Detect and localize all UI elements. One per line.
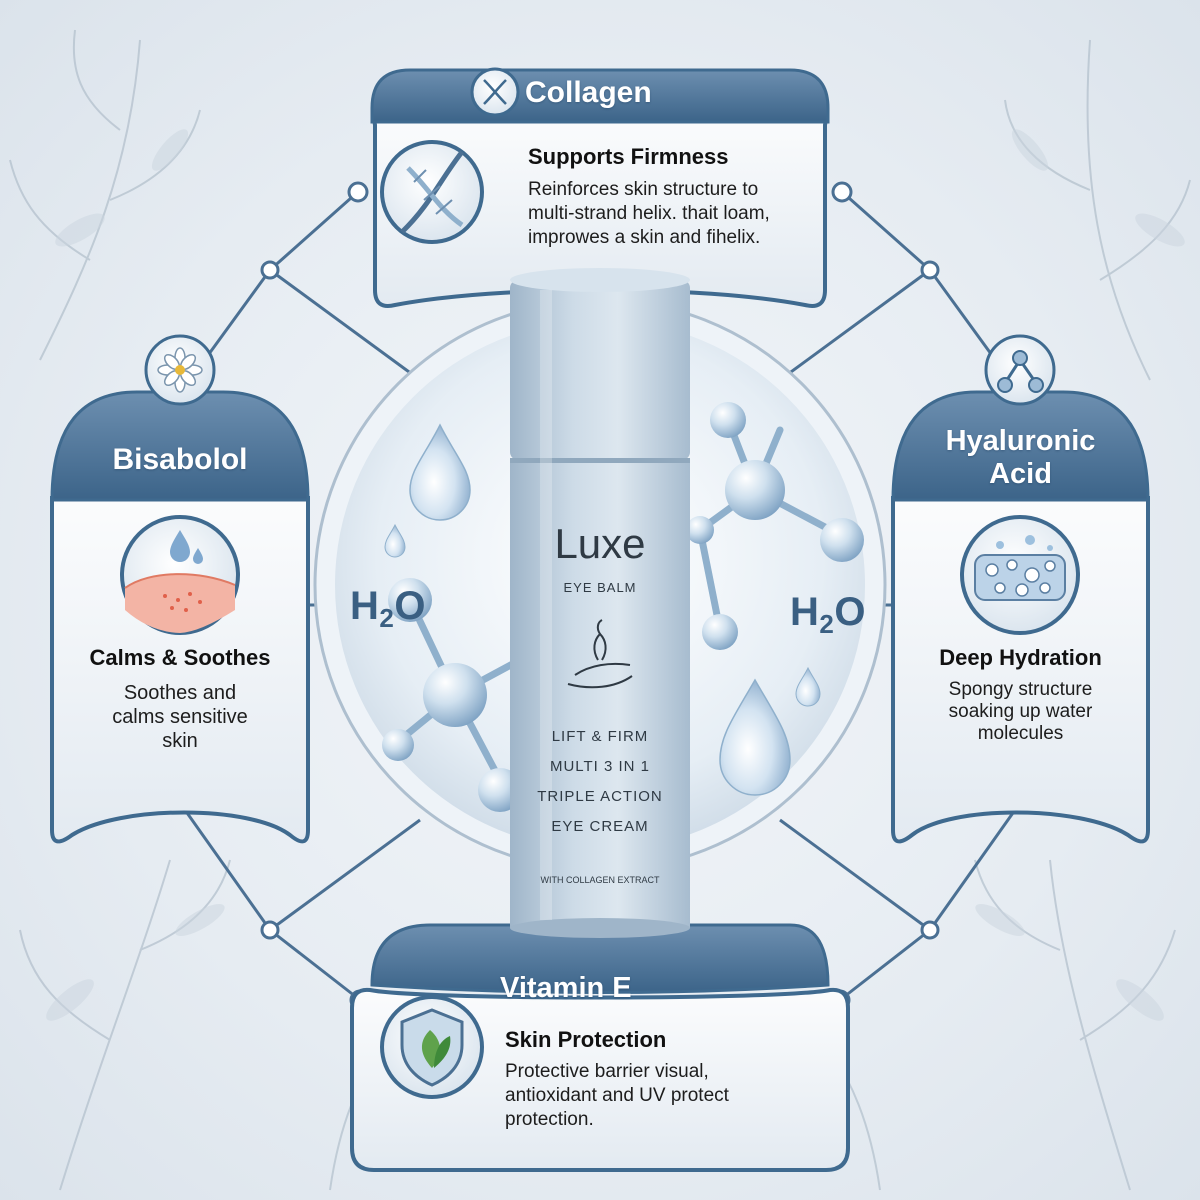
bottle-claim-2: MULTI 3 IN 1 xyxy=(549,758,651,775)
bisabolol-title: Bisabolol xyxy=(112,443,248,476)
collagen-heading: Supports Firmness xyxy=(528,144,729,169)
vitamin-e-body-1: Protective barrier visual, xyxy=(505,1061,709,1082)
sponge-icon xyxy=(960,515,1080,635)
product-bottle xyxy=(510,268,690,938)
hyaluronic-panel-shape xyxy=(891,390,1150,844)
skin-layer-icon xyxy=(120,515,240,635)
bisabolol-body-2: calms sensitive xyxy=(112,706,248,728)
collagen-body-2: multi-strand helix. thait loam, xyxy=(528,203,770,224)
shield-leaf-icon xyxy=(380,995,484,1099)
collagen-title: Collagen xyxy=(525,76,652,109)
bottle-product: EYE BALM xyxy=(563,580,637,595)
vitamin-e-title: Vitamin E xyxy=(500,972,632,1004)
collagen-badge xyxy=(470,67,520,117)
bottle-footnote: WITH COLLAGEN EXTRACT xyxy=(540,875,660,885)
bisabolol-heading: Calms & Soothes xyxy=(89,645,271,670)
bisabolol-body-3: skin xyxy=(162,730,198,752)
hyaluronic-body-2: soaking up water xyxy=(948,701,1093,722)
bottle-logo-icon xyxy=(567,619,633,689)
bottle-claim-4: EYE CREAM xyxy=(551,818,649,835)
bottle-brand: Luxe xyxy=(554,520,646,567)
molecule-spheres-right xyxy=(686,402,864,650)
bottle-claim-1: LIFT & FIRM xyxy=(551,728,649,745)
water-droplets xyxy=(384,423,821,796)
bottle-claim-3: TRIPLE ACTION xyxy=(537,788,663,805)
h2o-label-right: H2O xyxy=(790,590,866,639)
bisabolol-panel-shape xyxy=(50,390,310,844)
hyaluronic-body-1: Spongy structure xyxy=(948,679,1093,700)
vitamin-e-heading: Skin Protection xyxy=(505,1027,667,1052)
hyaluronic-heading: Deep Hydration xyxy=(939,645,1102,670)
dna-icon xyxy=(380,140,484,244)
vitamin-e-body-2: antioxidant and UV protect xyxy=(505,1085,729,1106)
hyaluronic-body-3: molecules xyxy=(977,723,1064,744)
connector-ring xyxy=(183,188,1017,1002)
bisabolol-body-1: Soothes and xyxy=(123,682,237,704)
flower-icon xyxy=(144,334,216,406)
hyaluronic-title-1: Hyaluronic xyxy=(945,425,1096,457)
molecule-icon xyxy=(984,334,1056,406)
vitamin-e-body-3: protection. xyxy=(505,1109,594,1130)
h2o-label-left: H2O xyxy=(350,584,426,633)
hyaluronic-title-2: Acid xyxy=(989,458,1052,490)
collagen-body-1: Reinforces skin structure to xyxy=(528,179,759,200)
collagen-body-3: improwes a skin and fihelix. xyxy=(528,227,761,248)
